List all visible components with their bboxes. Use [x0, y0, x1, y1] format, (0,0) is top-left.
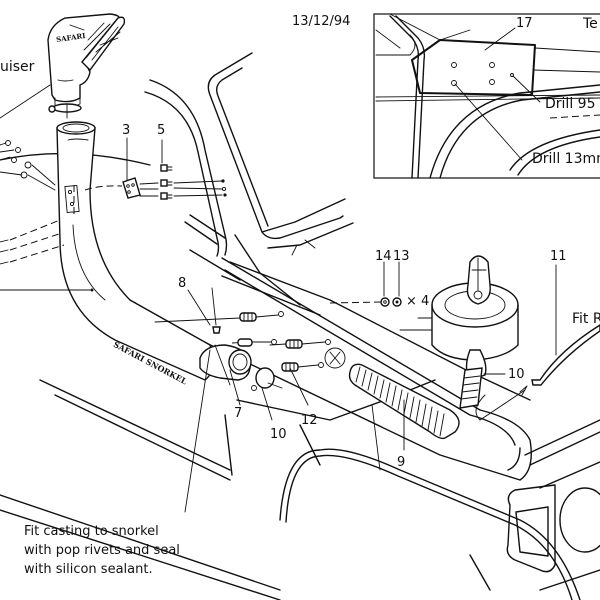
note-line: with silicon sealant. [24, 562, 153, 577]
snorkel-tube [56, 121, 214, 381]
callout-9: 9 [397, 455, 406, 470]
quantity-x4: × 4 [406, 294, 430, 309]
callout-12: 12 [301, 413, 318, 428]
callout-7: 7 [234, 406, 243, 421]
hose-clamp-part-10 [251, 367, 309, 421]
fitting-note: Fit casting to snorkel with pop rivets a… [24, 522, 180, 579]
note-line: with pop rivets and seal [24, 543, 180, 558]
callout-14: 14 [375, 249, 392, 264]
washers-parts-13-14 [329, 261, 402, 307]
casting-elbow-part-7 [199, 344, 252, 406]
air-cleaner [399, 255, 528, 421]
windscreen-frame [207, 52, 354, 256]
callout-10-hose: 10 [508, 367, 525, 382]
note-line: Fit casting to snorkel [24, 524, 159, 539]
inset-title: Te [583, 16, 598, 32]
clips-part-5 [139, 139, 227, 200]
snorkel-head [0, 13, 126, 119]
callout-5: 5 [157, 123, 166, 138]
inset-callout-17: 17 [516, 16, 533, 31]
callout-3: 3 [122, 123, 131, 138]
corrugated-hose-part-9 [348, 363, 460, 451]
callout-10-clamp: 10 [270, 427, 287, 442]
seal-strip-part-11 [531, 264, 600, 386]
inset-detail [373, 13, 600, 179]
leader-lines [184, 289, 381, 513]
callout-13: 13 [393, 249, 410, 264]
front-grille [469, 419, 600, 591]
drawing-date: 13/12/94 [292, 14, 351, 29]
left-fixings [0, 140, 94, 292]
vehicle-model-label: uiser [0, 59, 35, 75]
fit-r-label: Fit R [572, 311, 600, 327]
callout-8: 8 [178, 276, 187, 291]
bracket-part-3 [84, 137, 141, 199]
snorkel-wing-channel [199, 257, 532, 481]
callout-11: 11 [550, 249, 567, 264]
rivets-part-8 [154, 287, 346, 372]
drill-13-label: Drill 13mm [532, 151, 600, 167]
drill-95-label: Drill 95 m [545, 96, 600, 112]
